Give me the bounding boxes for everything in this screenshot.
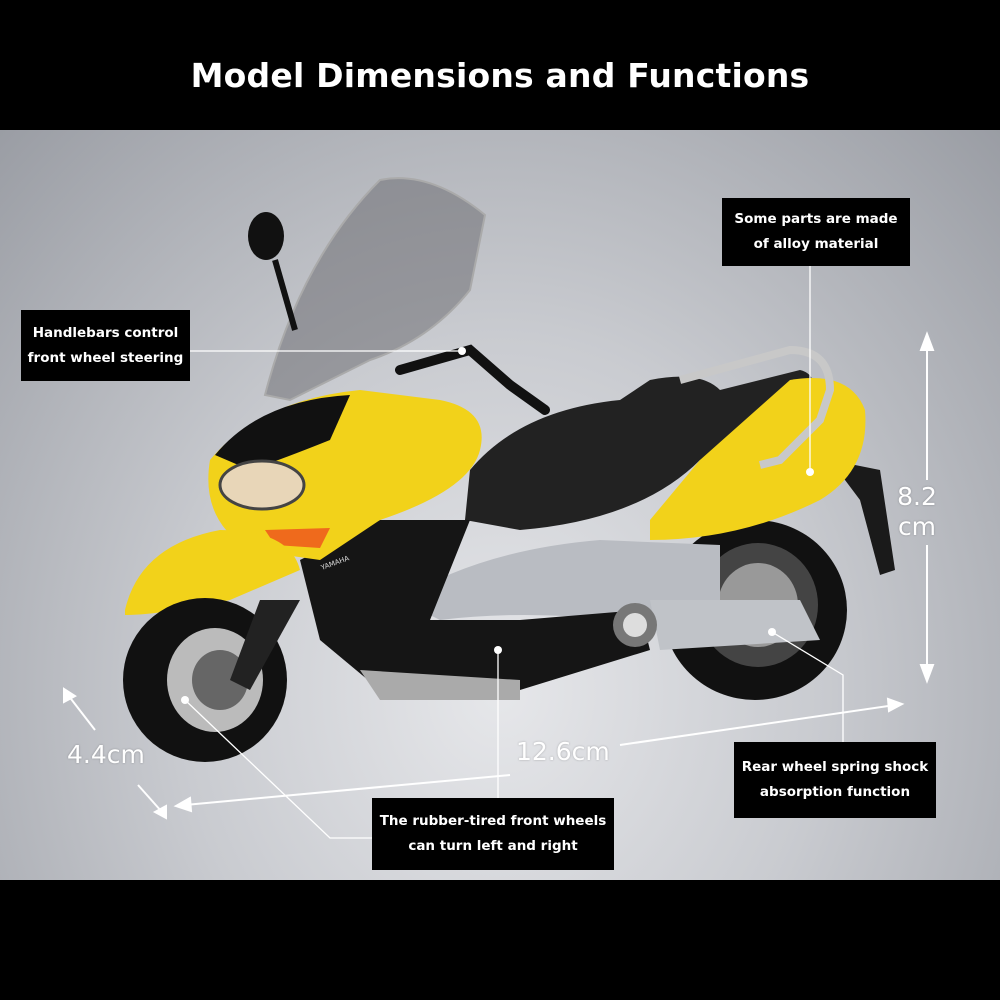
header-bar: Model Dimensions and Functions (0, 0, 1000, 130)
height-unit: cm (897, 512, 937, 541)
length-dimension: 12.6cm (516, 737, 610, 766)
callout-line: absorption function (759, 784, 911, 800)
dimension-arrows (63, 331, 935, 820)
handlebar (395, 344, 550, 415)
callout-line: Handlebars control (32, 324, 179, 341)
mirror (248, 212, 284, 260)
windscreen (263, 177, 487, 402)
callout-line: The rubber-tired front wheels (379, 813, 607, 829)
callout-line: Rear wheel spring shock (741, 759, 929, 775)
callout-rear-shock: Rear wheel spring shock absorption funct… (734, 742, 936, 818)
page-title: Model Dimensions and Functions (190, 56, 810, 95)
callout-leader-lines (184, 266, 844, 839)
callout-handlebars: Handlebars control front wheel steering (21, 310, 190, 381)
front-fender (125, 530, 300, 615)
footer-bar (0, 880, 1000, 1000)
height-dimension: 8.2 cm (893, 482, 941, 542)
height-value: 8.2 (897, 482, 937, 511)
callout-line: of alloy material (753, 236, 879, 252)
callout-line: can turn left and right (408, 838, 578, 854)
headlight (218, 459, 306, 511)
callout-line: front wheel steering (27, 349, 184, 366)
rear-body (650, 378, 866, 540)
silver-side-panel (400, 540, 720, 620)
seat (465, 370, 814, 530)
callout-line: Some parts are made (734, 211, 898, 227)
callout-front-wheels: The rubber-tired front wheels can turn l… (372, 798, 614, 870)
alloy-grab-rail (678, 345, 835, 469)
width-dimension: 4.4cm (67, 740, 145, 769)
callout-alloy-material: Some parts are made of alloy material (722, 198, 910, 266)
rear-shock-swingarm (650, 600, 820, 650)
